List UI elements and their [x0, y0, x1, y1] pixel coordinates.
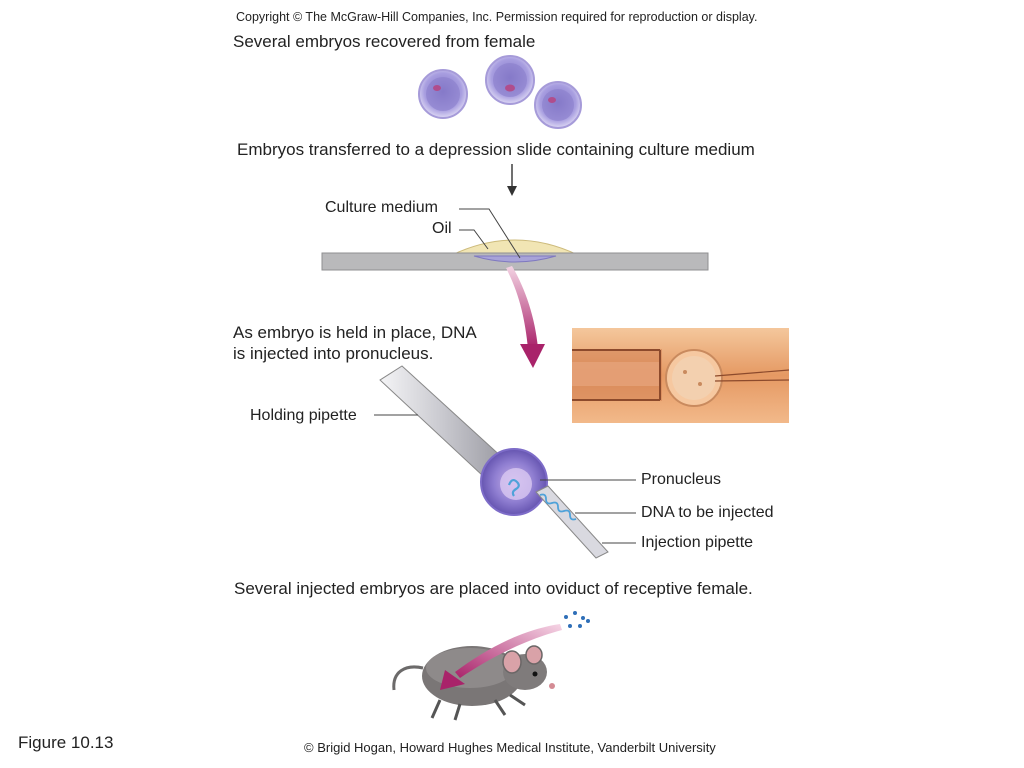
oil-label: Oil [432, 220, 452, 237]
down-arrow-icon [507, 164, 517, 196]
step-transferred-text: Embryos transferred to a depression slid… [237, 140, 755, 159]
pronucleus-label: Pronucleus [641, 471, 722, 488]
mouse-illustration [392, 645, 555, 721]
oil-leader [459, 229, 489, 250]
holding-pipette-label: Holding pipette [250, 407, 357, 424]
micrograph-photo [572, 328, 790, 423]
injection-pipette-label: Injection pipette [641, 534, 754, 551]
holding-pipette [374, 365, 506, 477]
step-injected-line1: As embryo is held in place, DNA [233, 323, 477, 342]
injection-pipette [535, 485, 609, 559]
implant-arrow-icon [440, 624, 562, 690]
image-credit: © Brigid Hogan, Howard Hughes Medical In… [304, 740, 716, 755]
step-injected-text: As embryo is held in place, DNA is injec… [233, 322, 477, 364]
embryo-2 [485, 55, 535, 105]
dna-label: DNA to be injected [641, 504, 774, 521]
copyright-notice: Copyright © The McGraw-Hill Companies, I… [236, 10, 758, 24]
figure-label: Figure 10.13 [18, 733, 114, 752]
embryo-1 [418, 69, 468, 119]
culture-medium-leader [459, 208, 521, 259]
injected-embryo [480, 448, 548, 516]
depression-slide [321, 239, 709, 271]
embryo-dots [564, 611, 590, 628]
culture-medium-label: Culture medium [325, 199, 438, 216]
step-injected-line2: is injected into pronucleus. [233, 344, 434, 363]
embryo-3 [534, 81, 582, 129]
transfer-arrow-icon [506, 266, 545, 368]
step-recovered-text: Several embryos recovered from female [233, 32, 536, 51]
step-placed-text: Several injected embryos are placed into… [234, 579, 753, 598]
